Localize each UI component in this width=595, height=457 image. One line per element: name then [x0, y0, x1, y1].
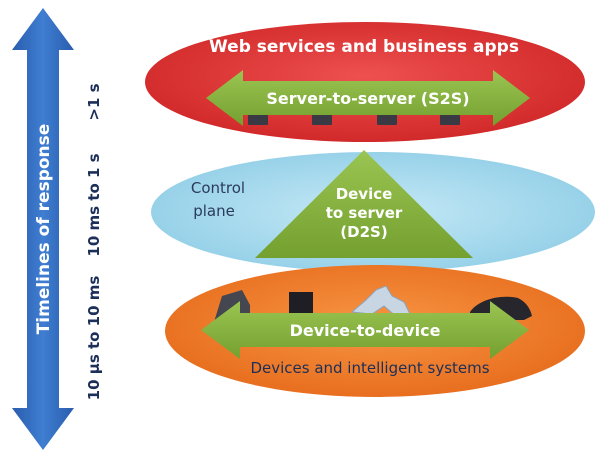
s2s-arrow — [206, 70, 530, 126]
timeline-range-medium: 10 ms to 1 s — [85, 153, 103, 256]
d2s-arrow-line2: to server — [326, 204, 403, 222]
web-services-layer: Web services and business apps Server-to… — [145, 22, 585, 142]
timeline-range-slow: >1 s — [85, 83, 103, 120]
web-services-title: Web services and business apps — [209, 37, 519, 57]
timeline-range-fast: 10 µs to 10 ms — [85, 276, 103, 401]
d2s-arrow-line1: Device — [336, 185, 393, 203]
devices-layer: Device-to-device Devices and intelligent… — [165, 265, 585, 397]
control-plane-label-line2: plane — [193, 202, 235, 220]
devices-title: Devices and intelligent systems — [250, 359, 489, 377]
timeline-axis-title: Timelines of response — [34, 124, 54, 335]
chip-icon — [289, 292, 313, 314]
timeline-arrow: Timelines of response — [12, 8, 74, 450]
d2s-arrow-shape — [255, 150, 473, 258]
control-plane-label-line1: Control — [191, 179, 245, 197]
d2s-arrow: Device to server (D2S) — [255, 150, 473, 258]
d2s-arrow-line3: (D2S) — [340, 223, 387, 241]
timeline-arrow-shape — [12, 8, 74, 450]
robot-arm-icon — [350, 285, 411, 319]
s2s-arrow-label: Server-to-server (S2S) — [266, 89, 469, 108]
d2d-arrow — [201, 301, 529, 359]
d2d-arrow-label: Device-to-device — [290, 321, 441, 340]
